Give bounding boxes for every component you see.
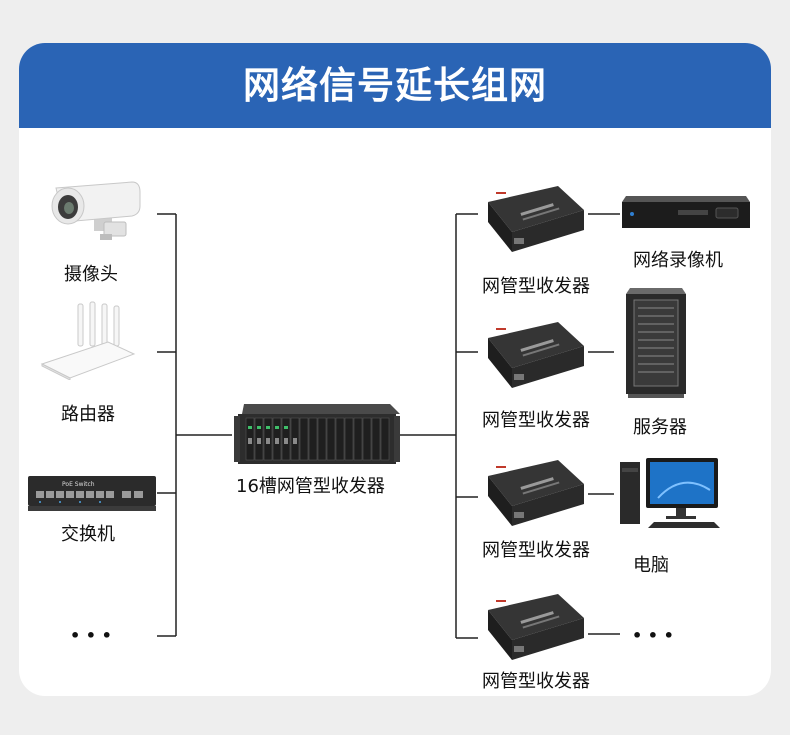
switch-label: 交换机: [61, 524, 115, 545]
server-rack-icon: [626, 288, 686, 398]
nvr-label: 网络录像机: [633, 250, 723, 271]
transceiver-icon-3: [488, 460, 584, 526]
transceiver-icon-2: [488, 322, 584, 388]
chassis-label: 16槽网管型收发器: [236, 476, 385, 497]
transceiver-icon-4: [488, 594, 584, 660]
computer-label: 电脑: [633, 555, 669, 576]
nvr-icon: [622, 196, 750, 228]
title-banner: 网络信号延长组网: [19, 43, 771, 128]
transceiver-label-1: 网管型收发器: [482, 276, 590, 297]
router-label: 路由器: [61, 404, 115, 425]
switch-panel-text: PoE Switch: [62, 481, 95, 488]
poe-switch-icon: PoE Switch: [28, 476, 156, 511]
computer-icon: [620, 458, 720, 528]
transceiver-icon-1: [488, 186, 584, 252]
camera-label: 摄像头: [64, 264, 118, 285]
camera-icon: [51, 181, 141, 240]
transceiver-label-4: 网管型收发器: [482, 671, 590, 692]
transceiver-label-3: 网管型收发器: [482, 540, 590, 561]
right-more-ellipsis: • • •: [632, 626, 674, 645]
chassis-icon: [234, 404, 400, 464]
transceiver-label-2: 网管型收发器: [482, 410, 590, 431]
left-more-ellipsis: • • •: [70, 626, 112, 645]
page-title: 网络信号延长组网: [243, 64, 547, 107]
server-label: 服务器: [633, 417, 687, 438]
router-icon: [40, 301, 136, 380]
